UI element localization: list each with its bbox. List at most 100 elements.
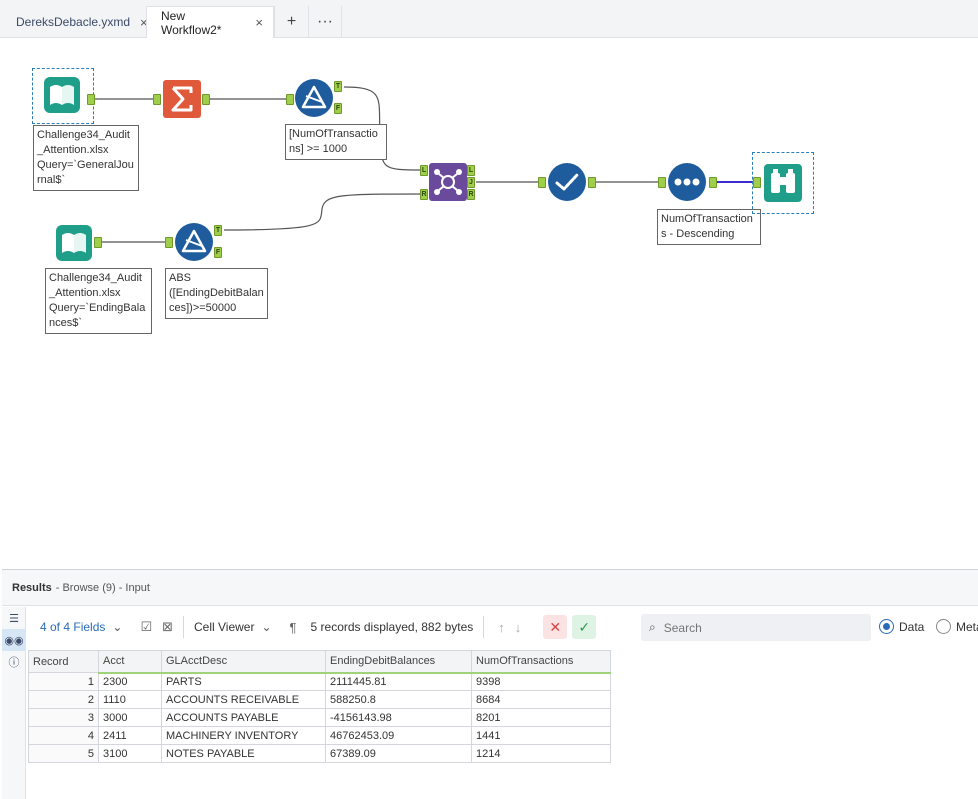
input-anchor[interactable] [165,237,173,248]
sort-tool[interactable] [668,163,706,201]
annotation-sort: NumOfTransactions - Descending [657,209,761,245]
connection-lines [94,86,756,243]
join-output-anchor[interactable]: J [467,177,475,188]
add-tab-button[interactable]: + [274,6,308,38]
search-box[interactable]: ⌕ [641,614,871,641]
filter-tool-num-transactions[interactable] [295,79,333,117]
search-input[interactable] [661,619,852,636]
input-anchor[interactable] [286,94,294,105]
cell-glacctdesc[interactable]: ACCOUNTS RECEIVABLE [161,690,326,709]
deselect-icon[interactable]: ⊠ [162,619,173,634]
input-data-tool-ending-balances[interactable] [55,224,93,262]
browse-tool[interactable] [752,152,814,214]
false-anchor[interactable]: F [214,247,222,258]
cell-acct[interactable]: 3100 [98,744,162,763]
cell-endingdebitbalances[interactable]: 588250.8 [325,690,472,709]
cell-endingdebitbalances[interactable]: -4156143.98 [325,708,472,727]
true-anchor[interactable]: T [334,81,342,92]
cell-record: 2 [28,690,99,709]
cell-numoftransactions[interactable]: 8201 [471,708,611,727]
column-header-record[interactable]: Record [28,650,99,673]
table-row[interactable]: 5 3100 NOTES PAYABLE 67389.09 1214 [28,744,611,763]
cell-acct[interactable]: 2411 [98,726,162,745]
cell-numoftransactions[interactable]: 9398 [471,672,611,691]
filter-icon [175,223,213,261]
table-row[interactable]: 3 3000 ACCOUNTS PAYABLE -4156143.98 8201 [28,708,611,727]
right-input-anchor[interactable]: R [420,189,428,200]
filter-tool-ending-debit[interactable] [175,223,213,261]
cell-glacctdesc[interactable]: ACCOUNTS PAYABLE [161,708,326,727]
output-anchor[interactable] [202,94,210,105]
true-anchor[interactable]: T [214,225,222,236]
column-header-endingdebitbalances[interactable]: EndingDebitBalances [325,650,472,674]
column-header-glacctdesc[interactable]: GLAcctDesc [161,650,326,674]
left-input-anchor[interactable]: L [420,165,428,176]
table-row[interactable]: 4 2411 MACHINERY INVENTORY 46762453.09 1… [28,726,611,745]
left-output-anchor[interactable]: L [467,165,475,176]
radio-data[interactable]: Data [879,619,924,634]
filter-icon [295,79,333,117]
column-header-numoftransactions[interactable]: NumOfTransactions [471,650,611,674]
cell-numoftransactions[interactable]: 8684 [471,690,611,709]
clear-filter-button[interactable]: ✕ [543,615,568,639]
list-icon[interactable]: ☰ [9,612,19,625]
results-title: Results [12,581,52,594]
book-icon [56,225,92,261]
select-tool[interactable] [548,163,586,201]
input-anchor[interactable] [153,94,161,105]
column-header-acct[interactable]: Acct [98,650,162,674]
input-anchor[interactable] [658,177,666,188]
false-anchor[interactable]: F [334,103,342,114]
cell-numoftransactions[interactable]: 1214 [471,744,611,763]
more-tabs-button[interactable]: ··· [308,6,342,38]
checkmark-icon [548,163,586,201]
input-anchor[interactable] [753,177,761,188]
help-icon[interactable]: ⓘ [8,657,20,669]
cell-endingdebitbalances[interactable]: 2111445.81 [325,672,472,691]
cell-glacctdesc[interactable]: NOTES PAYABLE [161,744,326,763]
summarize-tool[interactable] [163,80,201,118]
workflow-canvas[interactable]: Challenge34_Audit_Attention.xlsx Query=`… [2,39,978,569]
results-pane: Results - Browse (9) - Input ☰ ◉◉ ⓘ 4 of… [2,569,978,799]
checkbox-icon[interactable]: ☑ [140,619,153,634]
cell-glacctdesc[interactable]: PARTS [161,672,326,691]
cell-endingdebitbalances[interactable]: 46762453.09 [325,726,472,745]
join-tool[interactable] [429,163,467,201]
pilcrow-icon[interactable]: ¶ [289,619,297,635]
output-anchor[interactable] [709,177,717,188]
output-anchor[interactable] [87,94,95,105]
cell-acct[interactable]: 1110 [98,690,162,709]
close-icon[interactable]: × [140,14,148,30]
cell-numoftransactions[interactable]: 1441 [471,726,611,745]
table-row[interactable]: 2 1110 ACCOUNTS RECEIVABLE 588250.8 8684 [28,690,611,709]
results-header: Results - Browse (9) - Input [2,570,978,606]
cell-acct[interactable]: 3000 [98,708,162,727]
fields-dropdown[interactable]: 4 of 4 Fields ⌄ [40,620,122,634]
annotation-input1: Challenge34_Audit_Attention.xlsx Query=`… [33,125,139,191]
arrow-up-icon[interactable]: ↑ [498,619,505,635]
output-anchor[interactable] [588,177,596,188]
input-anchor[interactable] [538,177,546,188]
cell-glacctdesc[interactable]: MACHINERY INVENTORY [161,726,326,745]
chevron-down-icon: ⌄ [261,620,272,634]
records-status: 5 records displayed, 882 bytes [310,620,474,634]
cell-endingdebitbalances[interactable]: 67389.09 [325,744,472,763]
binoculars-icon[interactable]: ◉◉ [2,629,26,651]
header-row: Record Acct GLAcctDesc EndingDebitBalanc… [28,650,611,674]
close-icon[interactable]: × [255,15,263,30]
arrow-down-icon[interactable]: ↓ [514,619,522,635]
tab-dereks-debacle[interactable]: DereksDebacle.yxmd × [2,6,148,38]
input-data-tool-general-journal[interactable] [32,68,94,124]
tab-new-workflow2[interactable]: New Workflow2* × [146,6,274,38]
table-row[interactable]: 1 2300 PARTS 2111445.81 9398 [28,672,611,691]
cell-record: 3 [28,708,99,727]
radio-meta-label: Meta [956,619,978,634]
right-output-anchor[interactable]: R [467,189,475,200]
results-sidebar: ☰ ◉◉ ⓘ [2,607,26,799]
cell-viewer-dropdown[interactable]: Cell Viewer ⌄ [194,620,272,634]
annotation-filter1: [NumOfTransactions] >= 1000 [285,124,387,160]
radio-meta[interactable]: Meta [936,619,978,634]
apply-filter-button[interactable]: ✓ [572,615,597,639]
output-anchor[interactable] [94,237,102,248]
cell-acct[interactable]: 2300 [98,672,162,691]
